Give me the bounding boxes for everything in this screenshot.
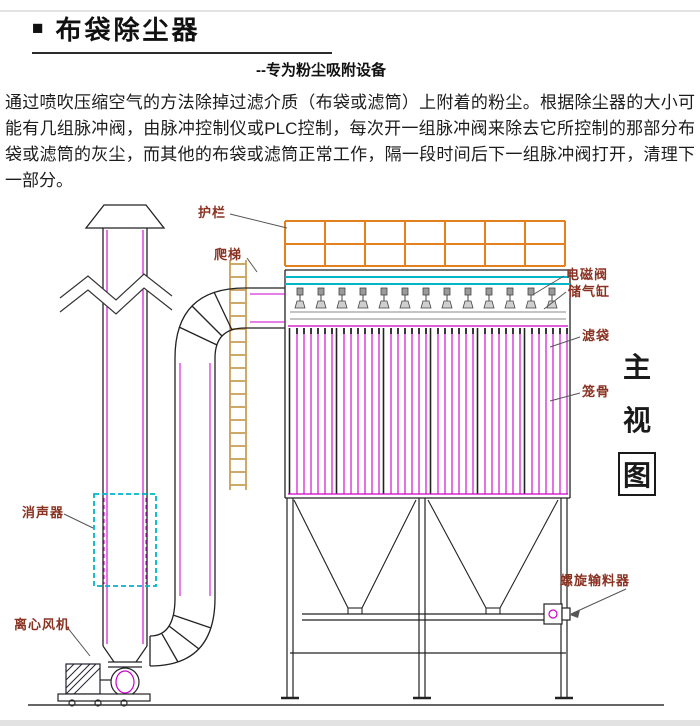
intro-paragraph: 通过喷吹压缩空气的方法除掉过滤介质（布袋或滤筒）上附着的粉尘。根据除尘器的大小可…: [5, 93, 695, 190]
title-row: ■ 布袋除尘器: [32, 10, 332, 54]
filter-bags: [288, 328, 570, 494]
bottom-border: [0, 720, 700, 726]
page-title: 布袋除尘器: [55, 15, 201, 45]
top-border: [0, 10, 700, 12]
diagram-svg: [28, 204, 664, 707]
label-air-tank: 储气缸: [568, 284, 611, 299]
label-muffler: 消声器: [22, 505, 65, 520]
view-title: 主 视 图: [618, 346, 657, 496]
label-cage: 笼骨: [582, 384, 611, 399]
fan-assembly: [57, 645, 151, 707]
label-centrifugal-fan: 离心风机: [14, 617, 71, 632]
label-filter-bag: 滤袋: [582, 328, 611, 343]
view-title-char-2: 视: [623, 404, 652, 437]
label-guardrail: 护栏: [198, 205, 227, 220]
square-bullet-icon: ■: [32, 18, 44, 39]
page-subtitle: --专为粉尘吸附设备: [256, 62, 386, 79]
label-screw-conveyor: 螺旋输料器: [560, 573, 631, 588]
chimney-stack: [59, 204, 173, 646]
stack-cap: [84, 204, 166, 229]
technical-diagram: 护栏 爬梯 电磁阀 储气缸 滤袋 笼骨 消声器 离心风机 螺旋输料器 主 视 图: [0, 198, 700, 720]
view-title-char-3: 图: [618, 452, 657, 496]
page-header: ■ 布袋除尘器 --专为粉尘吸附设备: [32, 10, 700, 80]
support-legs: [281, 498, 573, 700]
access-ladder: [229, 260, 247, 490]
baghouse: [284, 269, 571, 499]
leader-lines: [63, 213, 627, 657]
screw-conveyor-line: [302, 603, 571, 625]
guardrail-grid: [284, 220, 566, 267]
break-symbol: [59, 273, 173, 315]
view-title-char-1: 主: [623, 351, 652, 384]
pulse-valves: [294, 287, 558, 309]
muffler-outline: [93, 493, 157, 587]
label-solenoid-valve: 电磁阀: [566, 267, 609, 282]
label-ladder: 爬梯: [214, 247, 243, 262]
hoppers: [293, 499, 559, 614]
outlet-duct: [149, 287, 285, 667]
